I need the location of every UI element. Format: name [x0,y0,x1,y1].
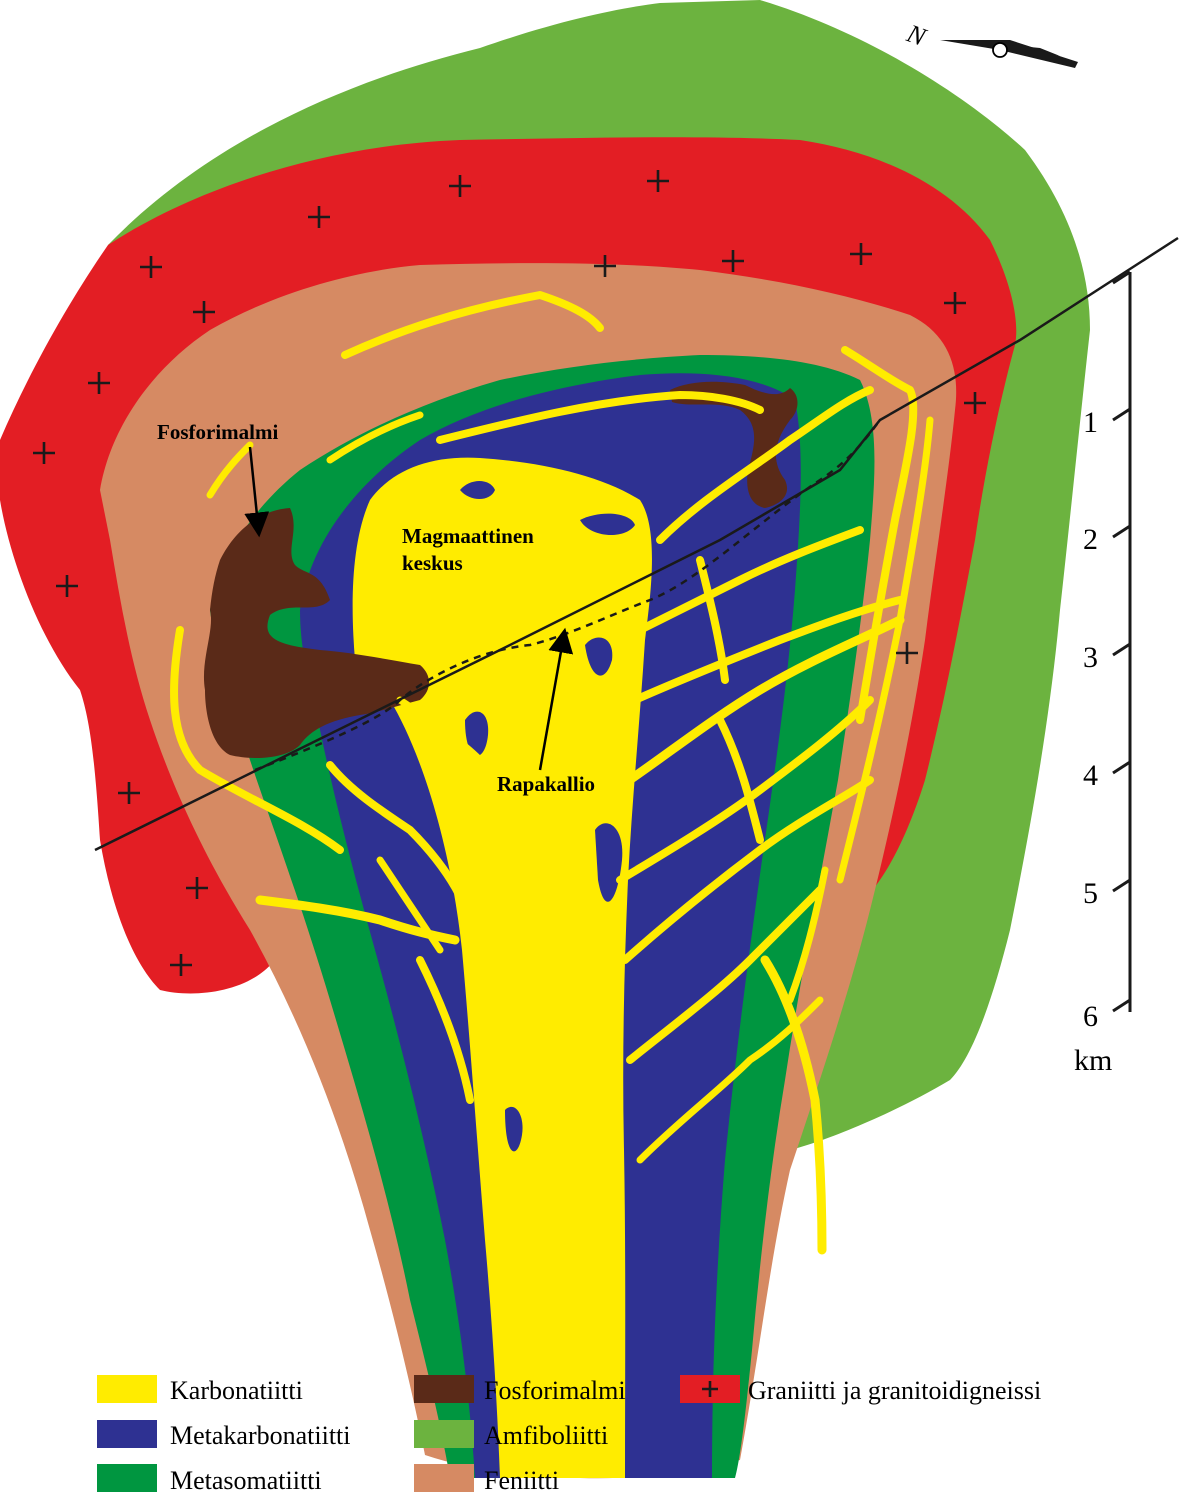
north-label: N [902,18,931,52]
legend-label-fosforimalmi: Fosforimalmi [484,1376,626,1405]
legend-swatch-feniitti [414,1464,474,1492]
scale-tick-1: 1 [1083,406,1098,439]
label-magmaattinen: Magmaattinen [402,524,534,548]
legend-label-metasomatiitti: Metasomatiitti [170,1466,322,1495]
legend-label-karbonatiitti: Karbonatiitti [170,1376,303,1405]
scale-tick-5: 5 [1083,877,1098,910]
label-fosforimalmi: Fosforimalmi [157,420,278,444]
legend-swatch-karbonatiitti [97,1375,157,1403]
legend-label-metakarbonatiitti: Metakarbonatiitti [170,1421,351,1450]
scale-tick-3: 3 [1083,641,1098,674]
legend-swatch-fosforimalmi [414,1375,474,1403]
legend-label-feniitti: Feniitti [484,1466,559,1495]
scale-tick-6: 6 [1083,1000,1098,1033]
scale-tick-2: 2 [1083,523,1098,556]
scale-tick-4: 4 [1083,759,1098,792]
legend-swatch-amfiboliitti [414,1420,474,1448]
legend-label-graniitti: Graniitti ja granitoidigneissi [748,1376,1041,1405]
label-rapakallio: Rapakallio [497,772,595,796]
legend-swatch-metakarbonatiitti [97,1420,157,1448]
legend-label-amfiboliitti: Amfiboliitti [484,1421,608,1450]
scale-unit: km [1074,1044,1112,1077]
label-keskus: keskus [402,551,463,575]
north-arrow: N [902,18,1078,68]
legend-swatch-metasomatiitti [97,1464,157,1492]
